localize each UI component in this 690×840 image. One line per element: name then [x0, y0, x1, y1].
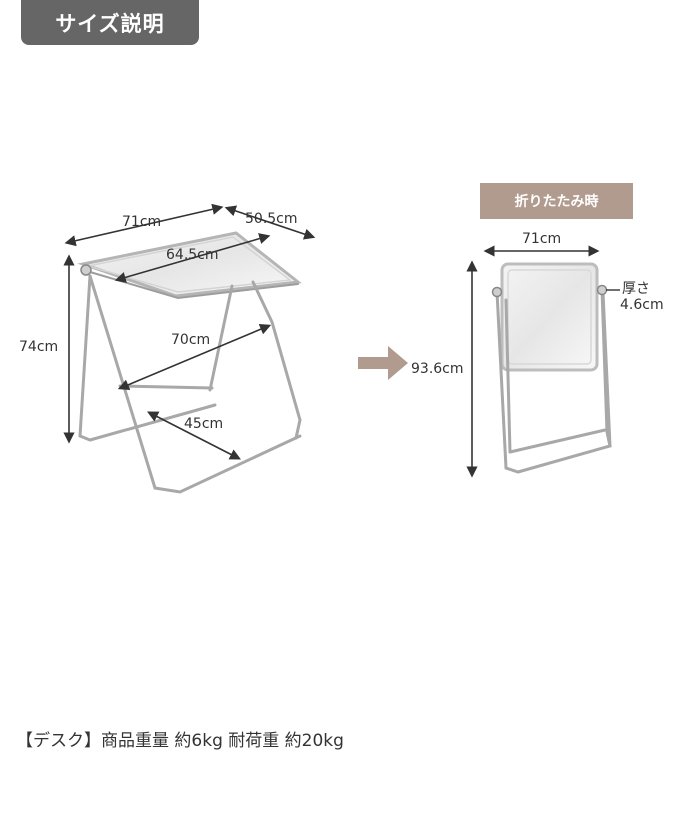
unfolded-top-inner-label: 64.5cm — [166, 247, 219, 263]
folded-badge: 折りたたみ時 — [480, 183, 633, 219]
folded-width-label: 71cm — [522, 231, 562, 247]
unfolded-height-label: 74cm — [19, 339, 59, 355]
folded-thickness-label: 4.6cm — [620, 297, 664, 313]
unfolded-depth-label: 50.5cm — [245, 211, 298, 227]
folded-thickness-heading: 厚さ — [622, 281, 650, 297]
right-arrow-icon — [358, 346, 408, 380]
unfolded-dimension-lines — [63, 203, 316, 460]
unfolded-base-depth-label: 45cm — [184, 416, 224, 432]
unfolded-desk — [77, 231, 302, 494]
unfolded-base-width-label: 70cm — [171, 332, 211, 348]
folded-desk — [491, 262, 612, 474]
unfolded-width-label: 71cm — [122, 214, 162, 230]
product-specs: 【デスク】商品重量 約6kg 耐荷重 約20kg — [16, 731, 344, 751]
folded-height-label: 93.6cm — [411, 361, 464, 377]
section-title: サイズ説明 — [21, 0, 199, 45]
folded-dimension-lines — [466, 245, 620, 478]
